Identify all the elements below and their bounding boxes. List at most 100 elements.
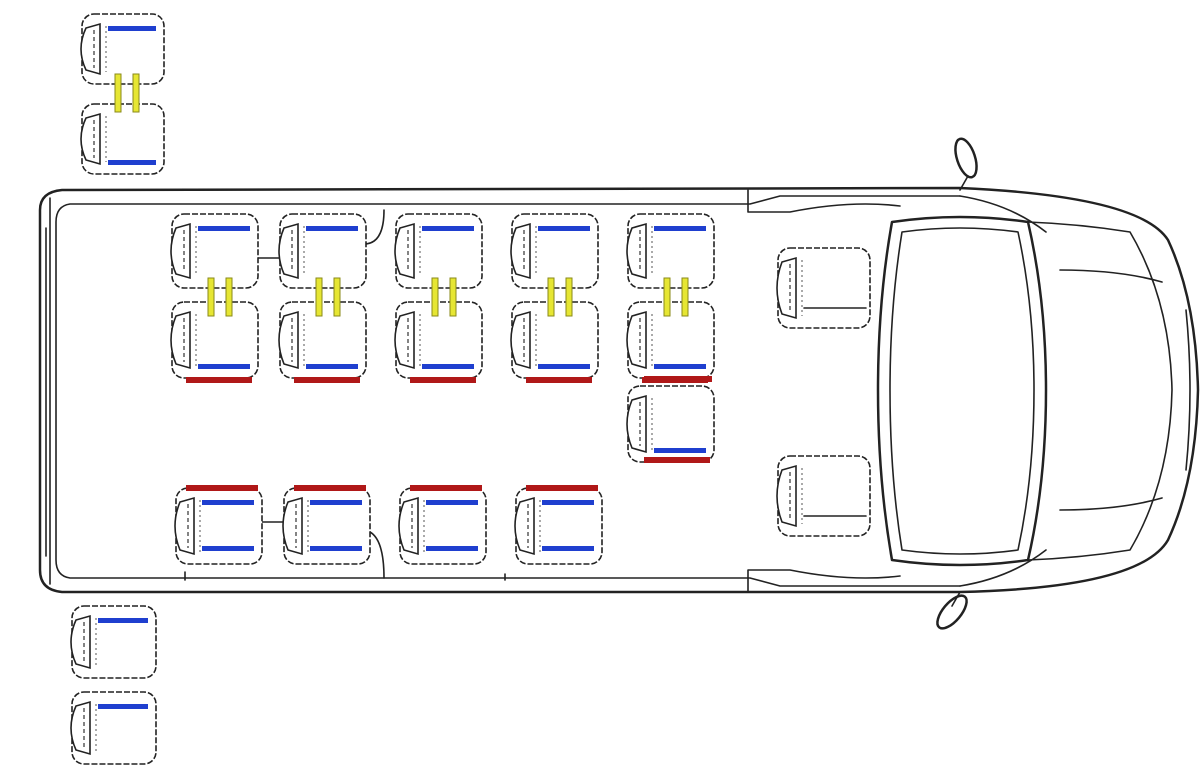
seat-stripe: [306, 364, 358, 369]
seat-stripe-lower: [310, 546, 362, 551]
seat-backrest: [514, 496, 535, 556]
seat-cushion: [627, 213, 715, 289]
hood-line-bottom: [1059, 497, 1163, 511]
seat-stripe: [198, 226, 250, 231]
seat-backrest: [278, 310, 299, 370]
seat-backrest: [394, 222, 415, 280]
seat-backrest: [510, 310, 531, 370]
seat-backrest: [394, 310, 415, 370]
van-body: [38, 137, 1200, 630]
front-seat-top: [776, 247, 871, 329]
seat-cushion: [171, 213, 259, 289]
belt-track-left: [431, 277, 439, 317]
loose-belt-top: [114, 73, 140, 113]
seat-cushion: [279, 213, 367, 289]
seat-stripe: [426, 500, 478, 505]
seat-backrest: [626, 222, 647, 280]
seat-backrest: [398, 496, 419, 556]
floor-line-b: [363, 209, 385, 245]
hood-line-top: [1059, 269, 1163, 283]
seat-stripe: [108, 26, 156, 31]
seat-stripe: [310, 500, 362, 505]
seat-stripe: [538, 226, 590, 231]
seat-stripe: [654, 448, 706, 453]
loose-seat-bottom-2: [70, 691, 157, 765]
seat-cushion: [511, 213, 599, 289]
seat-stripe: [306, 226, 358, 231]
seat-backrest: [626, 394, 647, 454]
lower-seat-4: [514, 487, 603, 565]
cab-roof-line-top: [959, 195, 1047, 233]
upper-seat-rear-1: [170, 301, 259, 379]
mirror-top: [954, 137, 978, 191]
seat-stripe: [422, 226, 474, 231]
belt-connector-3: [431, 277, 457, 317]
seat-backrest: [170, 310, 191, 370]
seat-backrest: [626, 310, 647, 370]
seat-bar-lower-2: [294, 485, 366, 491]
hood-outline: [1027, 221, 1173, 561]
belt-track-left: [547, 277, 555, 317]
bumper: [1185, 309, 1191, 471]
belt-track-left: [663, 277, 671, 317]
belt-connector-1: [207, 277, 233, 317]
seat-stripe-lower: [542, 546, 594, 551]
seat-backrest: [510, 222, 531, 280]
front-seat-bottom: [776, 455, 871, 537]
belt-track-right: [565, 277, 573, 317]
seat-bar-lower-4: [526, 485, 598, 491]
windshield: [876, 215, 1048, 567]
seat-backrest: [174, 496, 195, 556]
cab-partition-bottom: [747, 569, 901, 593]
seat-stripe: [198, 364, 250, 369]
belt-track-right: [449, 277, 457, 317]
seat-bar-upper-3: [410, 377, 476, 383]
lower-seat-2: [282, 487, 371, 565]
belt-track-right: [681, 277, 689, 317]
floor-line-d: [369, 531, 385, 579]
upper-seat-front-4: [510, 213, 599, 289]
mirror-bottom: [936, 591, 968, 630]
belt-track-right: [132, 73, 140, 113]
seat-backrest: [70, 614, 91, 670]
belt-track-left: [207, 277, 215, 317]
seat-stripe: [542, 500, 594, 505]
belt-track-right: [333, 277, 341, 317]
seat-bar-upper-2: [294, 377, 360, 383]
van-outer-outline: [38, 186, 1200, 594]
seat-stripe: [538, 364, 590, 369]
seat-bar-lower-3: [410, 485, 482, 491]
seat-backrest: [70, 700, 91, 756]
belt-track-left: [315, 277, 323, 317]
seat-backrest: [282, 496, 303, 556]
loose-seat-top-1: [80, 13, 165, 85]
seat-backrest: [776, 256, 797, 320]
seat-cushion: [395, 213, 483, 289]
cab-roof-line-bottom: [959, 549, 1047, 587]
seat-group: [70, 13, 871, 765]
seat-backrest: [278, 222, 299, 280]
upper-seat-front-1: [170, 213, 259, 289]
seat-backrest: [776, 464, 797, 528]
seat-bar-extra: [644, 457, 710, 463]
seat-bar-extra-top: [644, 376, 712, 382]
seat-stripe: [422, 364, 474, 369]
seat-stripe: [98, 704, 148, 709]
belt-connector-4: [547, 277, 573, 317]
loose-seat-top-2: [80, 103, 165, 175]
seat-stripe: [108, 160, 156, 165]
seat-backrest: [80, 112, 101, 166]
windshield-inner: [889, 227, 1035, 555]
seat-stripe: [654, 226, 706, 231]
seat-stripe-lower: [426, 546, 478, 551]
upper-seat-rear-5: [626, 301, 715, 379]
upper-seat-front-3: [394, 213, 483, 289]
seat-backrest: [170, 222, 191, 280]
belt-connector-5: [663, 277, 689, 317]
seat-stripe: [202, 500, 254, 505]
upper-seat-front-2: [278, 213, 367, 289]
lower-seat-3: [398, 487, 487, 565]
belt-connector-2: [315, 277, 341, 317]
belt-track-left: [114, 73, 122, 113]
